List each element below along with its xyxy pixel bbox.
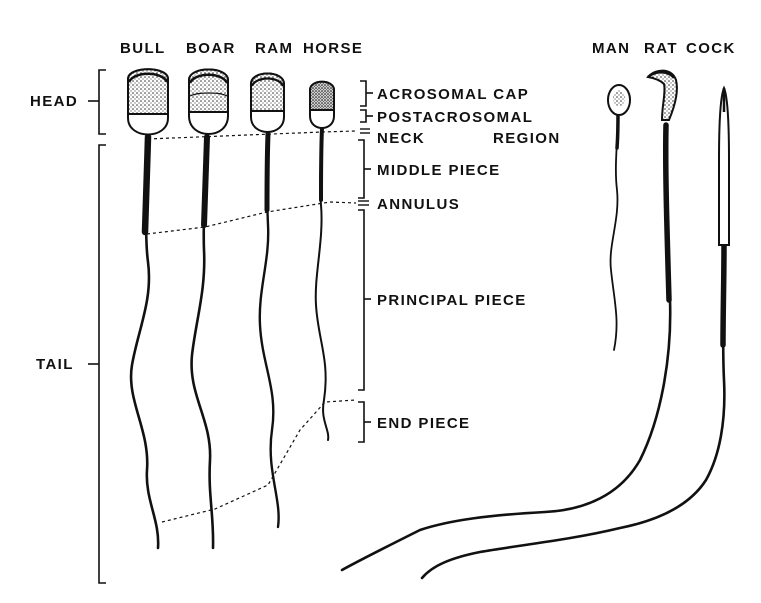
label-neck: NECK bbox=[377, 130, 425, 147]
tail-bracket bbox=[88, 145, 106, 583]
label-boar: BOAR bbox=[186, 40, 236, 57]
man-spermatozoon bbox=[608, 85, 630, 350]
label-end-piece: END PIECE bbox=[377, 415, 470, 432]
bull-spermatozoon bbox=[128, 69, 168, 548]
rat-tail bbox=[342, 125, 670, 570]
cock-middle-piece bbox=[723, 245, 724, 345]
boar-spermatozoon bbox=[189, 70, 228, 549]
head-bracket bbox=[88, 70, 106, 134]
end-piece-bracket bbox=[358, 402, 371, 442]
bull-middle-piece bbox=[145, 137, 148, 232]
annulus-guide-line bbox=[147, 202, 356, 234]
label-region: REGION bbox=[493, 130, 561, 147]
man-middle-piece bbox=[617, 113, 618, 148]
label-postacrosomal: POSTACROSOMAL bbox=[377, 109, 533, 126]
horse-spermatozoon bbox=[310, 82, 334, 440]
label-horse: HORSE bbox=[303, 40, 363, 57]
label-ram: RAM bbox=[255, 40, 293, 57]
acrosomal-cap-bracket bbox=[360, 81, 373, 106]
postacrosomal-bracket bbox=[360, 110, 373, 122]
horse-middle-piece bbox=[321, 128, 322, 200]
horse-acrosome bbox=[310, 82, 334, 110]
label-bull: BULL bbox=[120, 40, 166, 57]
label-man: MAN bbox=[592, 40, 630, 57]
end-piece-guide-line bbox=[162, 400, 356, 522]
label-head: HEAD bbox=[30, 93, 78, 110]
label-annulus: ANNULUS bbox=[377, 196, 460, 213]
principal-piece-bracket bbox=[358, 210, 371, 390]
label-principal-piece: PRINCIPAL PIECE bbox=[377, 292, 527, 309]
label-rat: RAT bbox=[644, 40, 678, 57]
label-acrosomal-cap: ACROSOMAL CAP bbox=[377, 86, 529, 103]
ram-spermatozoon bbox=[251, 74, 284, 528]
rat-middle-piece bbox=[666, 125, 669, 300]
annulus-marker bbox=[358, 201, 369, 205]
label-middle-piece: MIDDLE PIECE bbox=[377, 162, 500, 179]
label-tail: TAIL bbox=[36, 356, 74, 373]
middle-piece-bracket bbox=[358, 140, 371, 198]
neck-guide-line bbox=[148, 131, 356, 139]
boar-middle-piece bbox=[204, 137, 207, 225]
ram-middle-piece bbox=[267, 134, 268, 210]
label-cock: COCK bbox=[686, 40, 736, 57]
neck-marker bbox=[360, 129, 370, 133]
